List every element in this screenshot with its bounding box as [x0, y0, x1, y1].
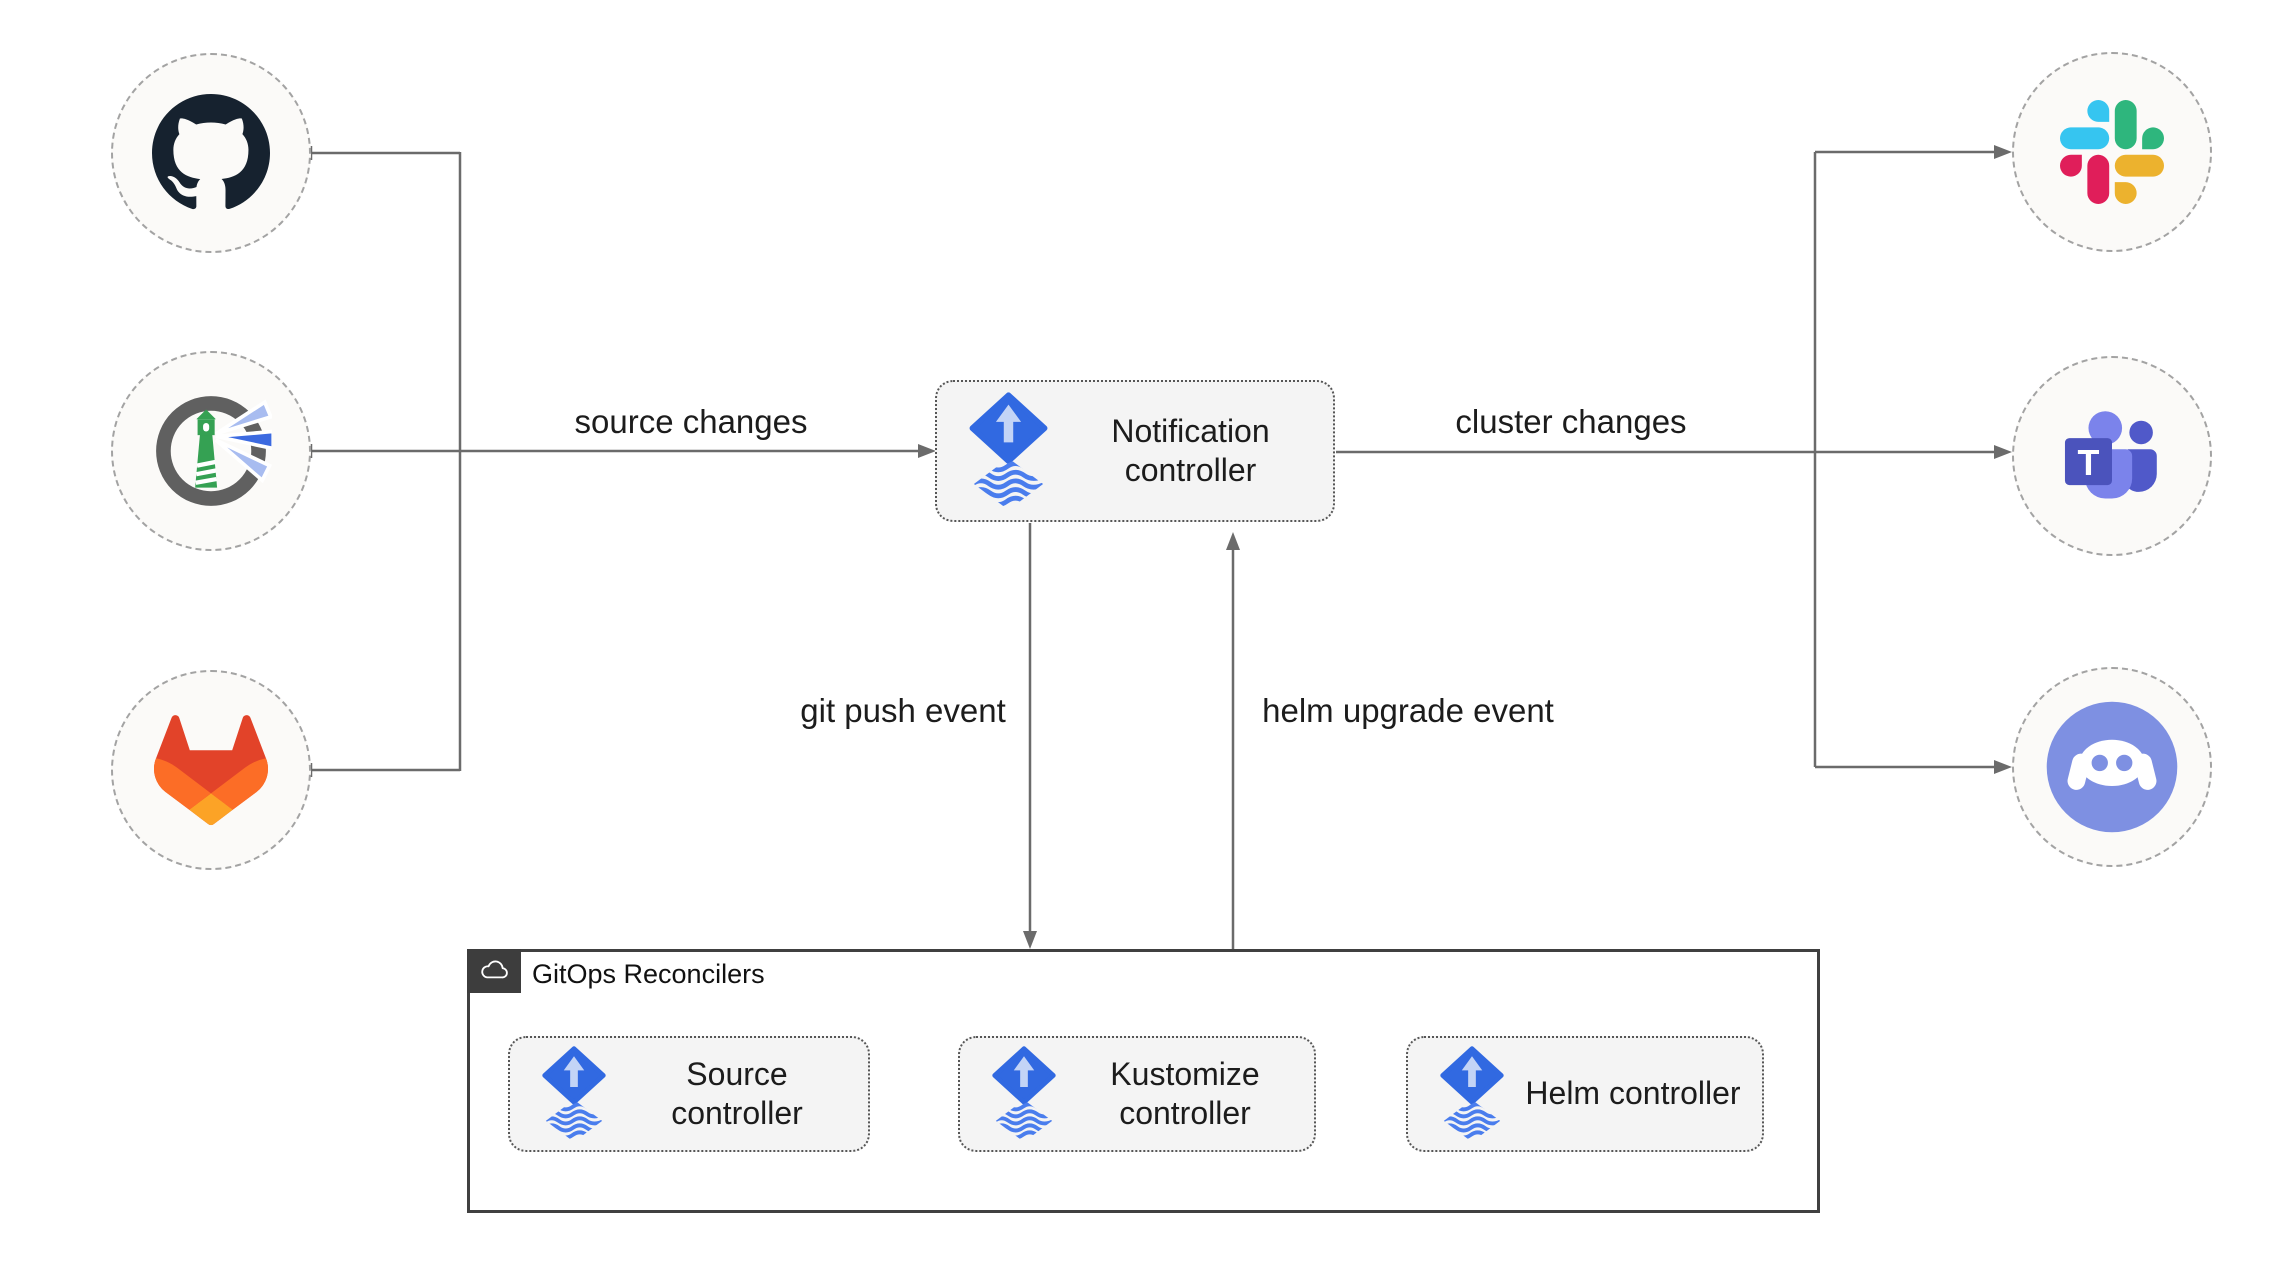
- cloud-badge: [467, 949, 521, 993]
- cloud-icon: [481, 960, 508, 979]
- helm-controller-box: Helm controller: [1406, 1036, 1764, 1152]
- flux-icon: [542, 1046, 606, 1142]
- source-controller-label: Source controller: [671, 1055, 803, 1131]
- edge-label-git-push-event: git push event: [800, 692, 1006, 729]
- node-github: [111, 53, 311, 253]
- node-gitlab: [111, 670, 311, 870]
- gitops-reconcilers-title: GitOps Reconcilers: [532, 959, 765, 989]
- slack-icon: [2060, 100, 2164, 204]
- notification-controller-box: Notification controller: [935, 380, 1335, 522]
- flux-icon: [969, 392, 1048, 510]
- discord-icon: [2046, 701, 2178, 833]
- source-controller-box: Source controller: [508, 1036, 870, 1152]
- edge-label-cluster-changes: cluster changes: [1455, 403, 1687, 440]
- edge-label-helm-upgrade-event: helm upgrade event: [1262, 692, 1554, 729]
- notification-controller-label: Notification controller: [1111, 412, 1270, 488]
- kustomize-controller-box: Kustomize controller: [958, 1036, 1316, 1152]
- flux-icon: [992, 1046, 1056, 1142]
- node-harbor: [111, 351, 311, 551]
- flux-icon: [1440, 1046, 1504, 1142]
- kustomize-controller-label: Kustomize controller: [1110, 1055, 1260, 1131]
- node-slack: [2012, 52, 2212, 252]
- edge-label-source-changes: source changes: [574, 403, 808, 440]
- node-discord: [2012, 667, 2212, 867]
- teams-icon: T: [2064, 411, 2157, 499]
- teams-monogram: T: [2078, 443, 2100, 483]
- github-icon: [152, 94, 270, 210]
- harbor-icon: [156, 396, 272, 506]
- gitlab-icon: [154, 715, 268, 825]
- node-teams: T: [2012, 356, 2212, 556]
- helm-controller-label: Helm controller: [1525, 1075, 1741, 1112]
